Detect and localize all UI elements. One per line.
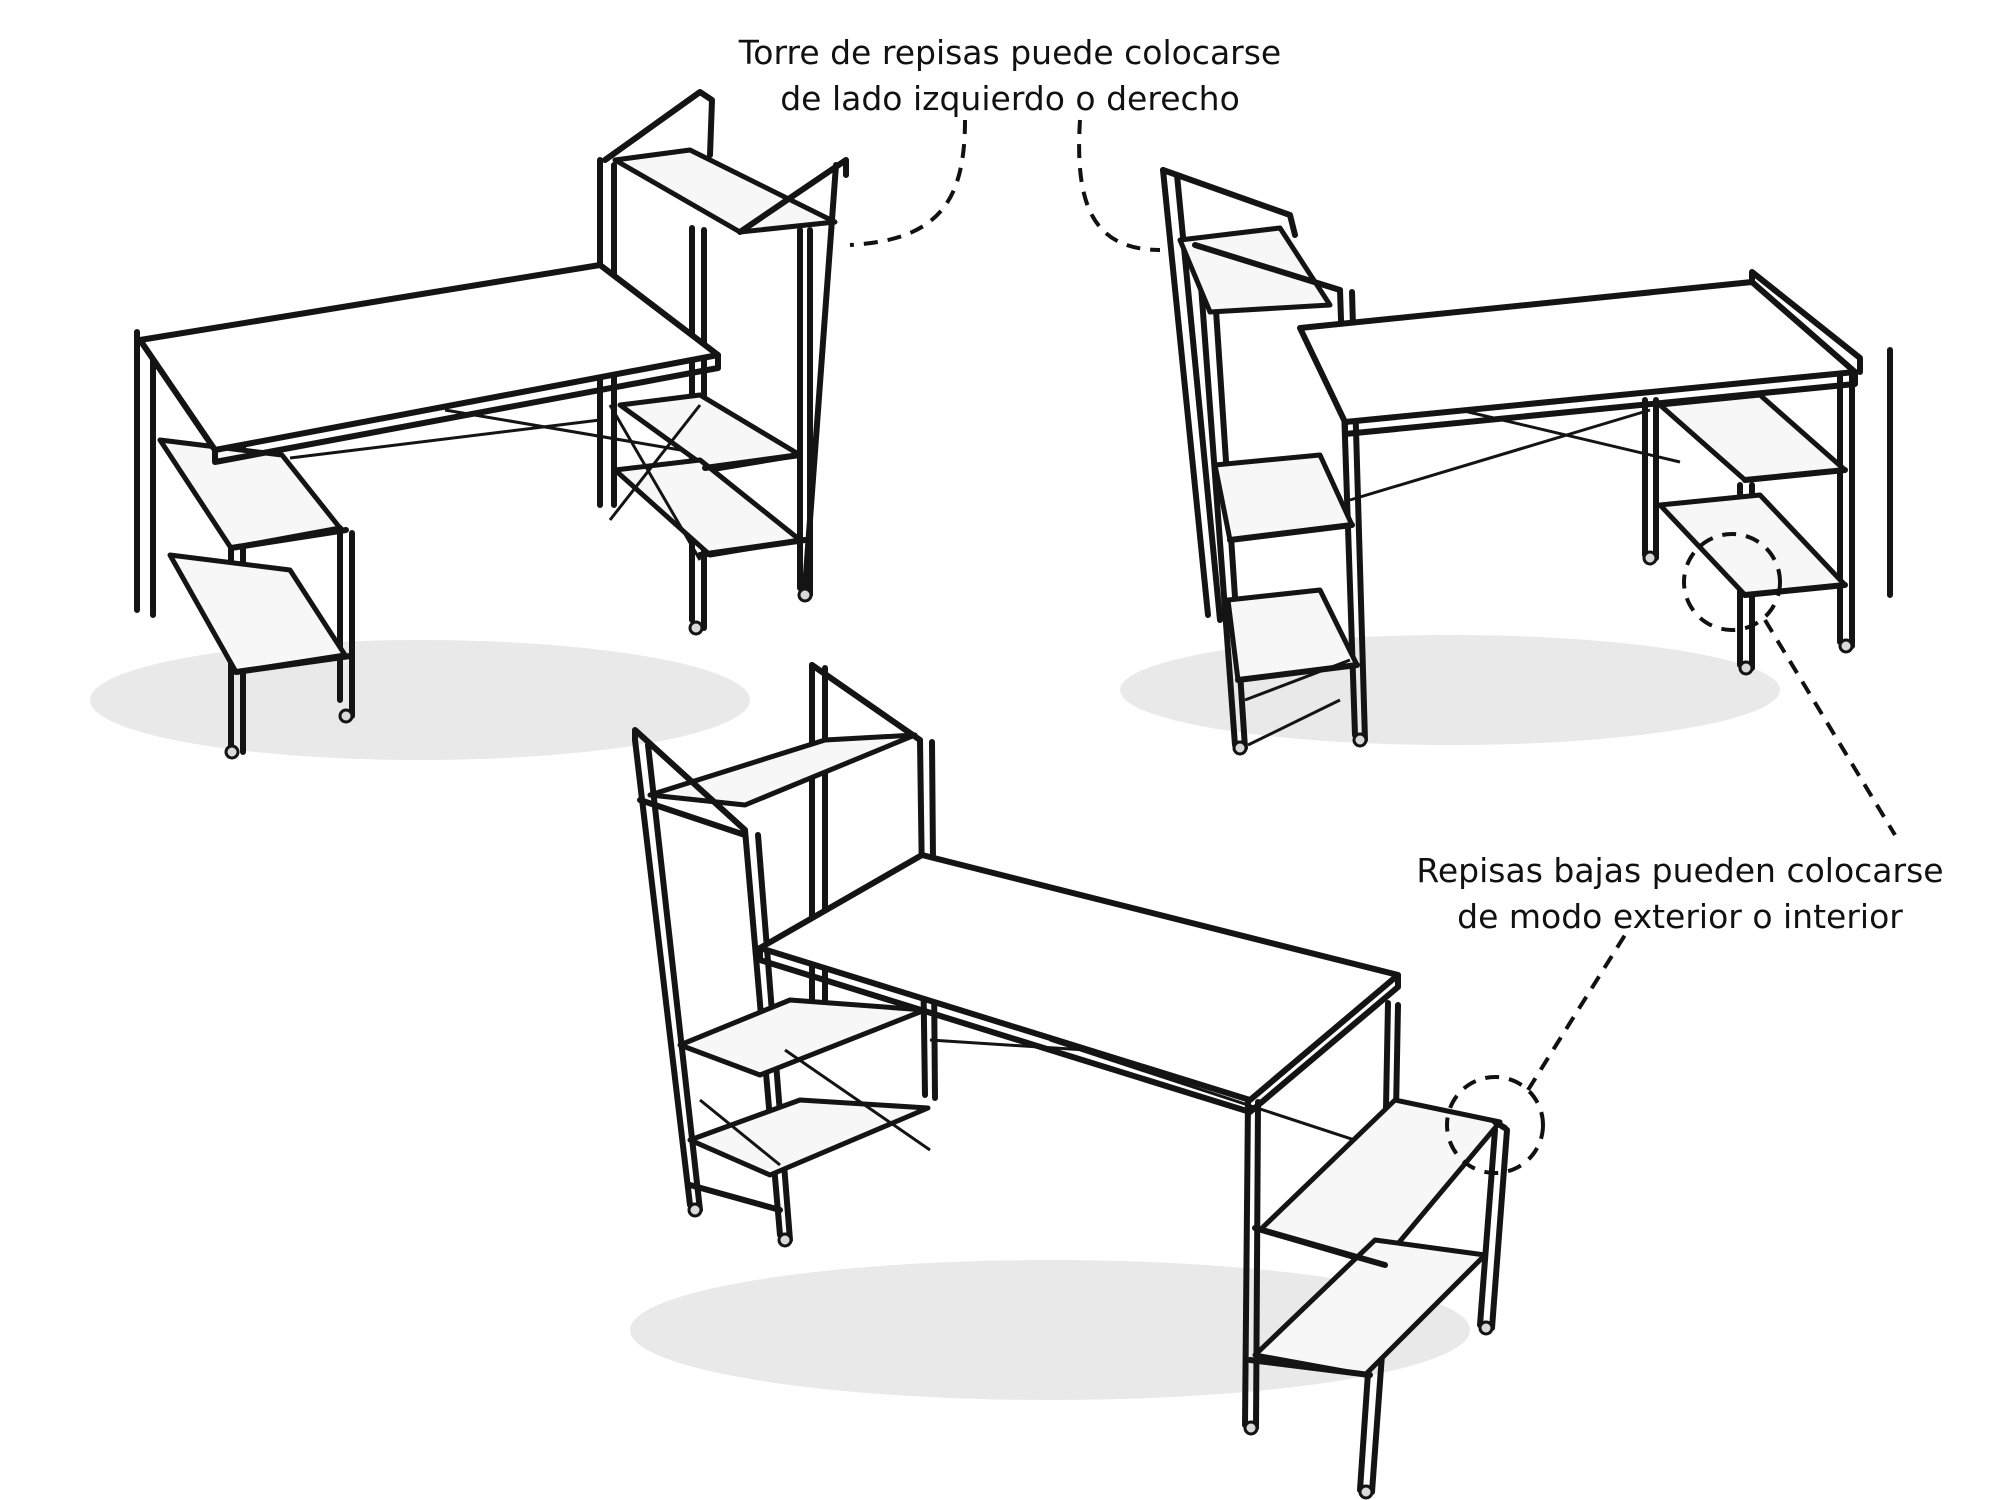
lower-shelves-callout-line-2: de modo exterior o interior [1457,897,1903,936]
desk-b-foot [1738,660,1754,676]
desk-a-foot [338,708,354,724]
desk-a-top-edge [212,352,721,465]
desk-b-lower-shelf-1 [1657,392,1848,483]
desk-a-tower-shelf-low [612,457,803,558]
desk-b-shadow [1120,635,1780,745]
desk-c-foot [1358,1484,1374,1500]
desk-b-cross-brace [1349,408,1681,502]
desk-c-shadow [630,1260,1470,1400]
lower-shelves-callout-line-1: Repisas bajas pueden colocarse [1416,851,1944,890]
desk-c-tower-brace [699,1048,931,1167]
desk-b-foot [1352,732,1368,748]
desk-c-top [757,852,1401,1103]
desk-b-tower-brace [1244,658,1351,747]
desk-b-foot [1642,550,1658,566]
lower-shelves-callout: Repisas bajas pueden colocarse de modo e… [1370,848,1990,940]
desk-b-tower-frame [1160,167,1360,683]
desk-a-lower-rails [228,527,353,675]
desk-a-tower-shelf-top [612,147,838,235]
tower-callout-leader-right [1077,119,1161,252]
tower-callout-line-2: de lado izquierdo o derecho [780,79,1240,118]
desk-c-foot [1478,1320,1494,1336]
lower-shelf-highlight-circle-top [1682,532,1782,632]
desk-a [90,89,849,760]
desk-b [1120,167,1893,756]
tower-callout-leader-left [849,119,967,247]
desk-c-right-legs [1242,1000,1510,1495]
lower-shelf-callout-leader-bottom [1526,933,1627,1092]
desk-c-top-edge [757,945,1401,1115]
desk-b-top-edge [1342,269,1863,437]
desk-b-foot [1838,638,1854,654]
desk-a-foot [797,587,813,603]
desk-c-lower-rails [1247,1119,1508,1378]
desk-a-foot [224,744,240,760]
desk-b-top [1297,279,1858,425]
desk-c [630,662,1510,1500]
desk-b-lower-shelf-2 [1657,492,1848,598]
desk-a-tower-frame [602,89,849,558]
desk-a-tower-brace [608,404,702,561]
tower-callout-line-1: Torre de repisas puede colocarse [738,33,1282,72]
desk-b-foot [1232,740,1248,756]
lower-shelf-callout-leader-top [1763,618,1897,837]
desk-c-tower-frame [632,662,923,1213]
lower-shelf-highlight-circle-bottom [1445,1075,1545,1175]
desk-c-foot [777,1232,793,1248]
desk-c-foot [1243,1420,1259,1436]
desk-c-foot [687,1202,703,1218]
desk-c-tower-shelf-low [687,1097,931,1178]
desk-a-foot [688,620,704,636]
desk-c-tower-shelf-top [647,732,918,808]
desk-b-lower-rails [1742,467,1848,598]
desk-a-lower-shelf-2 [167,552,348,675]
desk-a-tower-legs [597,157,839,631]
tower-callout: Torre de repisas puede colocarse de lado… [680,30,1340,122]
desk-b-tower-shelf-top [1177,225,1333,315]
